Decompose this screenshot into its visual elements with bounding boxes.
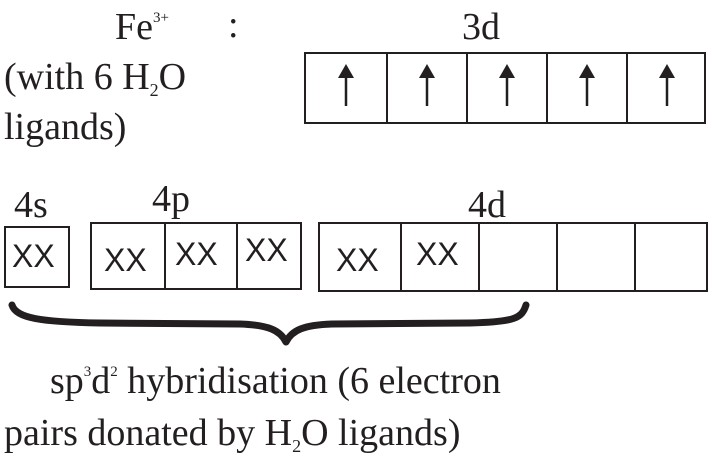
orbital-boxes-3d (304, 52, 706, 124)
orbital-box-4s: XX (6, 228, 68, 286)
caption-subscript-2: 2 (292, 436, 302, 456)
electron-pair-mark: XX (336, 242, 379, 278)
orbital-label-3d: 3d (462, 6, 500, 48)
orbital-box-4p: XX (164, 224, 236, 288)
orbital-label-4s: 4s (14, 184, 48, 226)
ligand-note-line2: ligands) (4, 106, 127, 148)
up-arrow-icon (338, 64, 354, 106)
caption-line1: sp3d2 hybridisation (6 electron (50, 362, 501, 400)
ion-colon: : (228, 4, 239, 46)
orbital-boxes-4p: XX XX XX (90, 222, 302, 290)
orbital-box-4d: XX (320, 224, 400, 290)
caption-sup-2: 2 (110, 364, 118, 380)
up-arrow-icon (579, 64, 595, 106)
up-arrow-icon (419, 64, 435, 106)
orbital-box-4d (634, 224, 706, 290)
orbital-boxes-4d: XX XX (318, 222, 708, 292)
orbital-box-4p: XX (236, 224, 300, 288)
electron-pair-mark: XX (12, 238, 55, 274)
orbital-boxes-4s: XX (4, 226, 70, 288)
orbital-label-4p: 4p (152, 178, 190, 220)
caption-pairs-text: pairs donated by H (4, 412, 293, 454)
ligand-note-prefix: (with 6 H (4, 56, 150, 98)
orbital-label-4d: 4d (468, 184, 506, 226)
caption-sup-3: 3 (83, 364, 92, 380)
orbital-box-4d: XX (400, 224, 478, 290)
orbital-box-4d (478, 224, 556, 290)
ligand-note-line1: (with 6 H2O (4, 56, 187, 99)
caption-hybridisation-text: hybridisation (6 electron (117, 360, 501, 402)
ion-charge: 3+ (153, 10, 169, 26)
caption-line2: pairs donated by H2O ligands) (4, 412, 461, 455)
up-arrow-icon (499, 64, 515, 106)
orbital-box-4d (556, 224, 634, 290)
ion-symbol: Fe (115, 6, 153, 48)
up-arrow-icon (659, 64, 675, 106)
caption-d: d (91, 360, 111, 402)
electron-pair-mark: XX (245, 232, 288, 268)
ligand-note-subscript: 2 (149, 80, 159, 100)
electron-pair-mark: XX (416, 236, 459, 272)
electron-pair-mark: XX (175, 236, 218, 272)
ion-label: Fe3+ (115, 8, 169, 46)
ligand-note-suffix: O (158, 56, 187, 98)
orbital-box-3d (466, 54, 546, 122)
orbital-box-3d (386, 54, 466, 122)
orbital-box-3d (306, 54, 386, 122)
electron-pair-mark: XX (104, 242, 147, 278)
orbital-box-3d (546, 54, 626, 122)
caption-sp: sp (50, 360, 84, 402)
orbital-box-3d (626, 54, 706, 122)
orbital-box-4p: XX (92, 224, 164, 288)
caption-ligands-text: O ligands) (301, 412, 461, 454)
